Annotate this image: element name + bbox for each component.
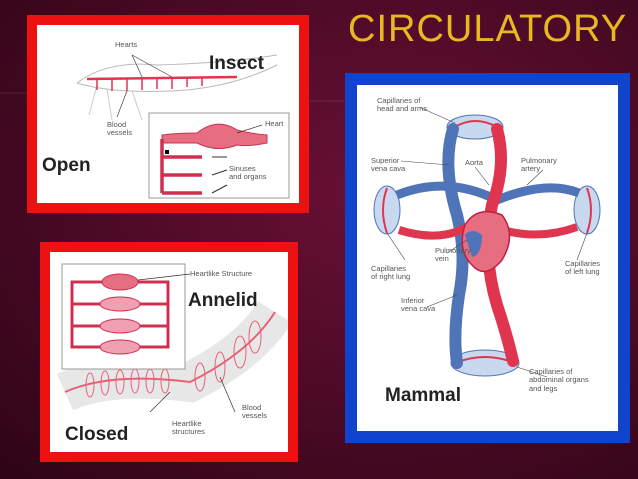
inferior-vena-cava-label: Inferior vena cava <box>401 296 436 314</box>
annelid-panel: Heartlike Structure Heartlike structures… <box>40 242 298 462</box>
mammal-diagram <box>373 106 601 378</box>
open-system-label: Open <box>42 155 91 176</box>
sinuses-label: Sinuses and organs <box>229 164 267 182</box>
aorta-label: Aorta <box>465 158 483 167</box>
capillaries-abdominal-label: Capillaries of abdominal organs and legs <box>529 367 589 393</box>
superior-vena-cava-label: Superior vena cava <box>371 156 406 174</box>
bg-streak <box>0 92 40 94</box>
insect-panel: Hearts Blood vessels Heart Sinuses and o… <box>27 15 309 213</box>
insect-panel-content: Hearts Blood vessels Heart Sinuses and o… <box>37 25 299 203</box>
capillaries-left-lung-label: Capillaries of left lung <box>565 259 601 277</box>
annelid-label: Annelid <box>188 290 258 311</box>
mammal-label: Mammal <box>385 385 462 406</box>
capillaries-head-label: Capillaries of head and arms <box>377 96 428 114</box>
pulmonary-artery-label: Pulmonary artery <box>521 156 557 174</box>
bg-streak <box>300 100 360 102</box>
mammal-panel: Capillaries of head and arms Superior ve… <box>345 73 630 443</box>
capillaries-right-lung-label: Capillaries of right lung <box>371 264 411 282</box>
insect-label: Insect <box>209 53 264 74</box>
hearts-label: Hearts <box>115 40 138 49</box>
heartlike-structure-label: Heartlike Structure <box>190 269 253 278</box>
mammal-panel-content: Capillaries of head and arms Superior ve… <box>357 85 618 431</box>
blood-vessels-label: Blood vessels <box>242 403 268 421</box>
closed-system-label: Closed <box>65 424 129 445</box>
heartlike-structures-label: Heartlike structures <box>172 419 205 437</box>
annelid-diagram <box>56 263 288 413</box>
insect-diagram <box>76 54 290 199</box>
slide-title: CIRCULATORY <box>348 8 628 50</box>
pulmonary-vein-label: Pulmonary vein <box>435 246 471 264</box>
blood-vessels-label: Blood vessels <box>107 120 133 138</box>
heart-label: Heart <box>265 119 284 128</box>
annelid-panel-content: Heartlike Structure Heartlike structures… <box>50 252 288 452</box>
